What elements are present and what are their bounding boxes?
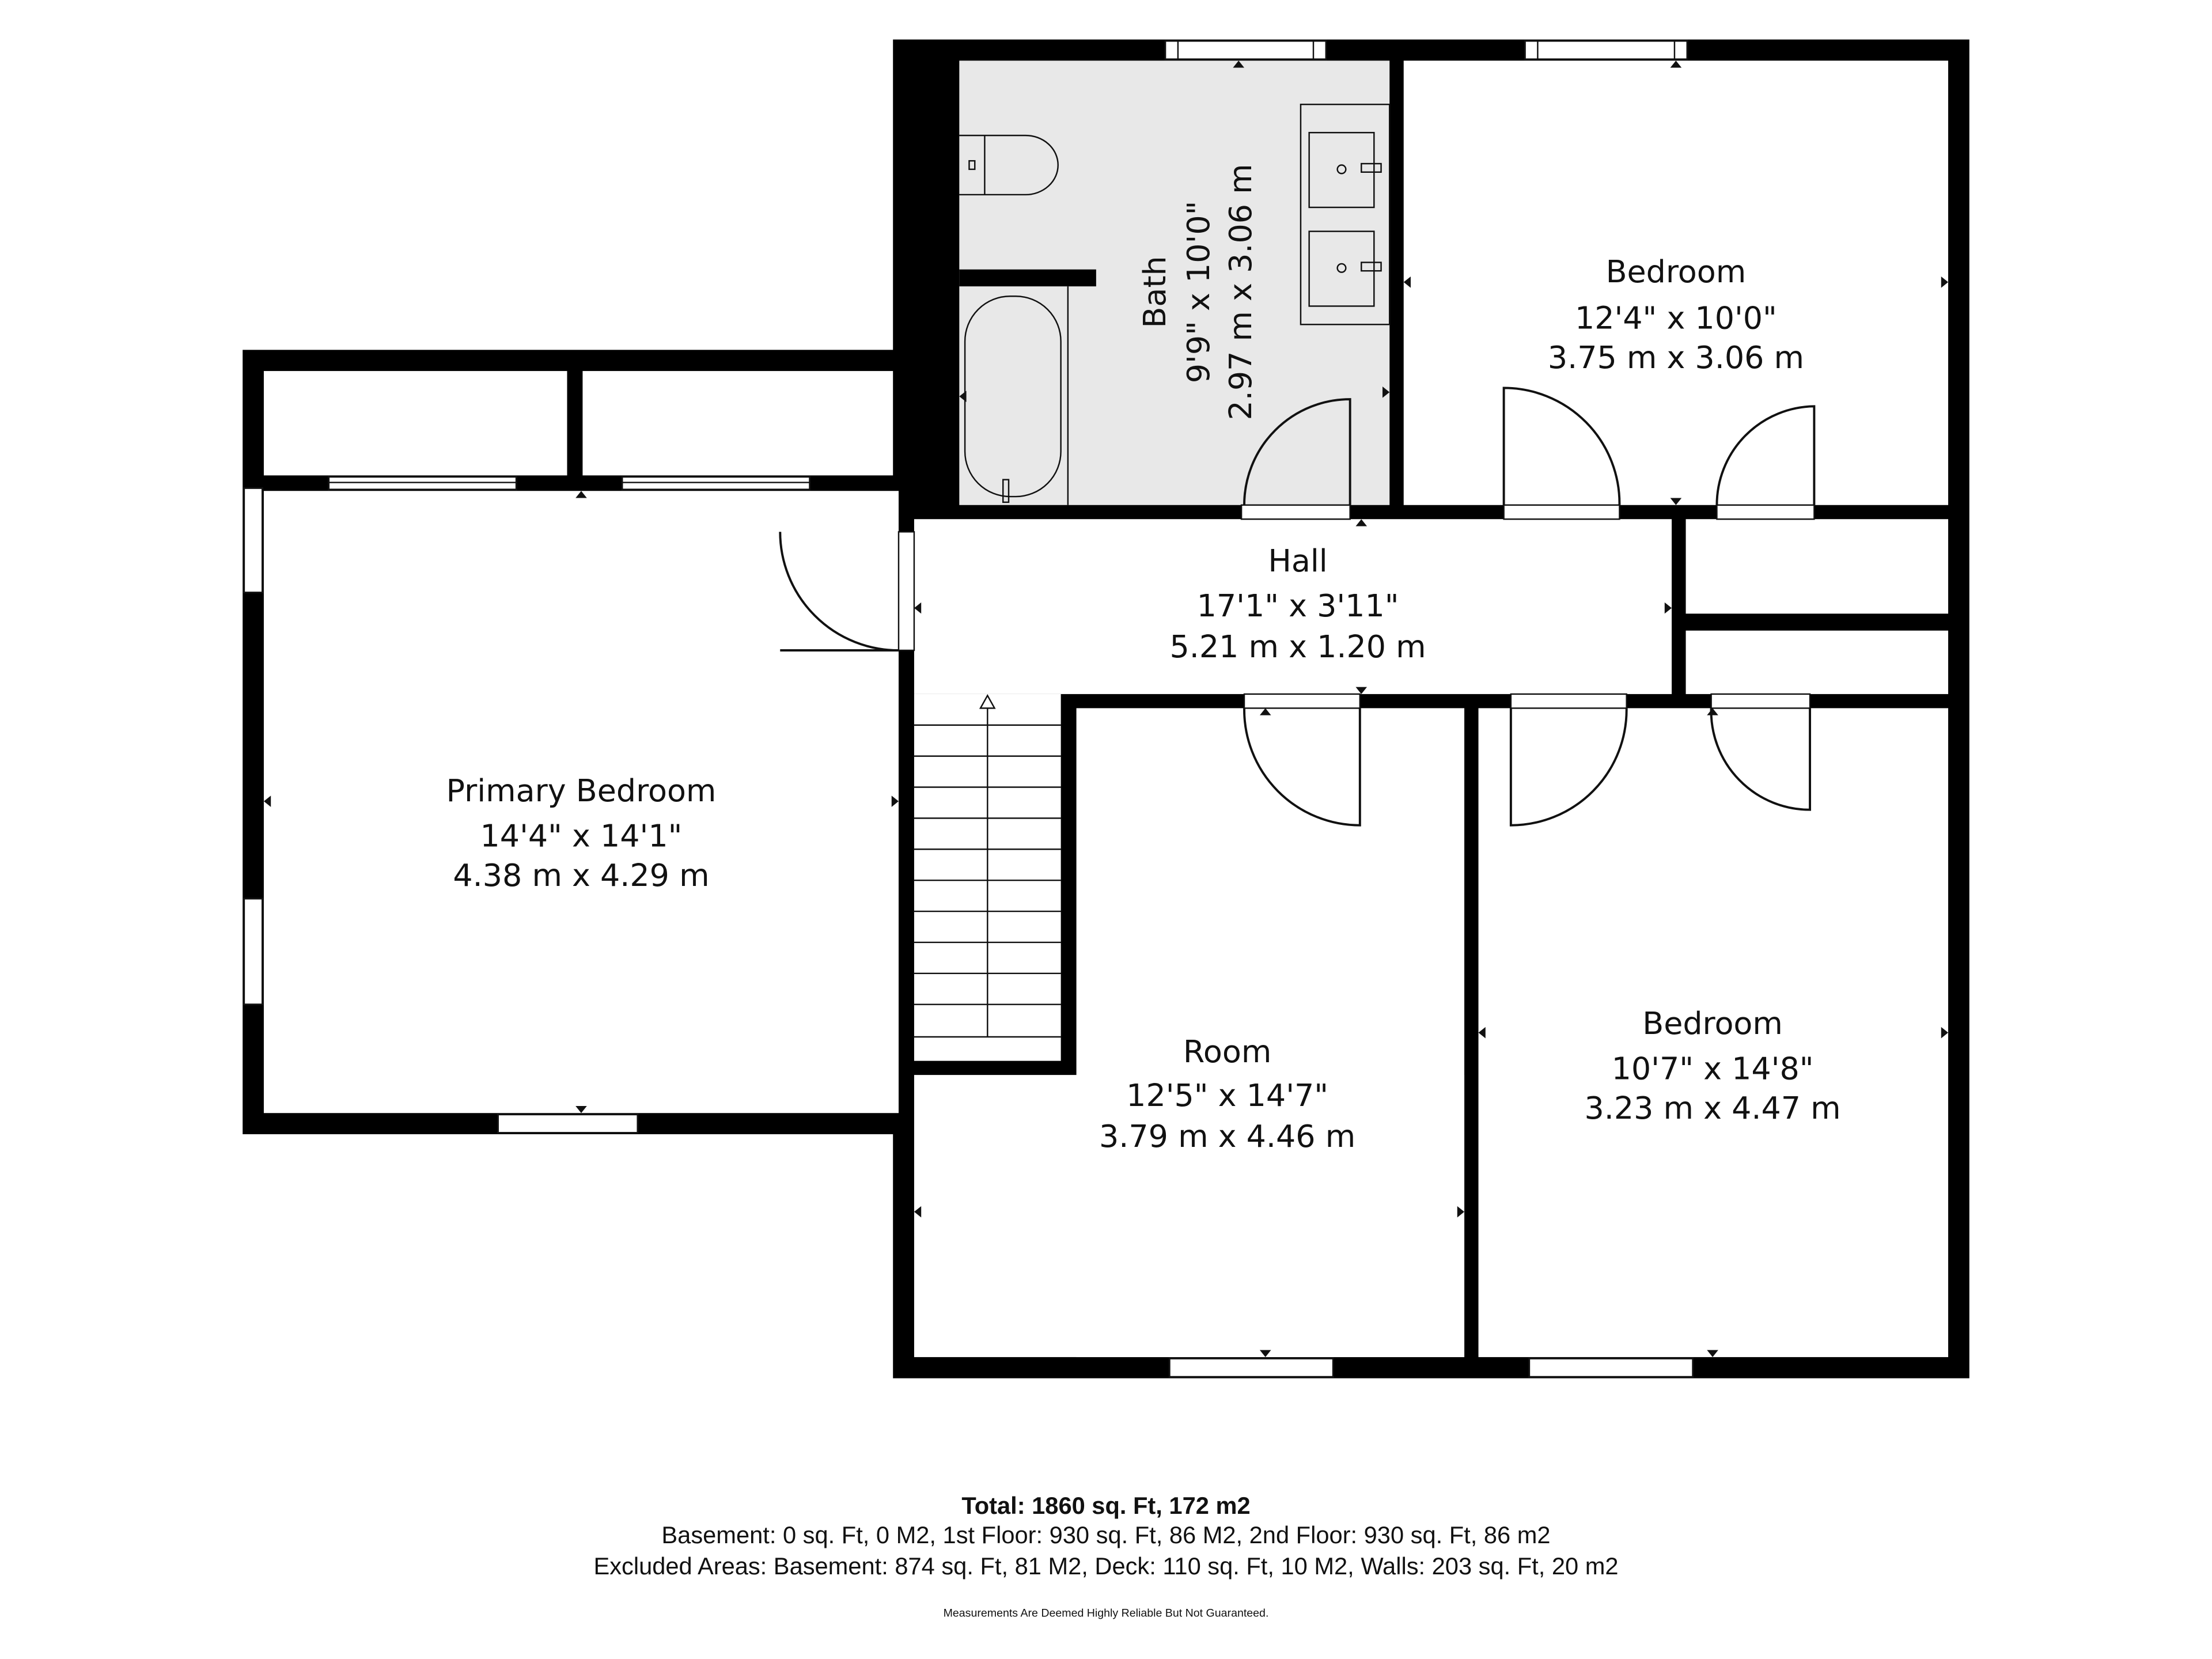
window <box>1168 1357 1334 1378</box>
stairs-up-arrow-icon <box>979 694 996 709</box>
vanity <box>1300 104 1391 325</box>
room-dimensions-imperial: 17'1" x 3'11" <box>1197 588 1399 624</box>
room-label-bath: Bath 9'9" x 10'0" 2.97 m x 3.06 m <box>1137 164 1259 420</box>
toilet-icon <box>959 134 1059 196</box>
dimension-markers <box>263 60 1949 1357</box>
room-name: Bedroom <box>1642 1005 1783 1041</box>
room-dimensions-metric: 5.21 m x 1.20 m <box>1169 628 1426 665</box>
closet-floor <box>1685 630 1949 694</box>
area-summary: Total: 1860 sq. Ft, 172 m2 Basement: 0 s… <box>593 1492 1618 1620</box>
room-dimensions-metric: 3.23 m x 4.47 m <box>1584 1090 1840 1126</box>
window <box>1164 40 1327 60</box>
floor-areas: Basement: 0 sq. Ft, 0 M2, 1st Floor: 930… <box>661 1521 1550 1548</box>
sink-icon <box>1308 131 1375 209</box>
room-name: Bedroom <box>1606 253 1747 290</box>
room-dimensions-metric: 4.38 m x 4.29 m <box>453 857 709 893</box>
window <box>1528 1357 1694 1378</box>
room-name: Primary Bedroom <box>446 772 717 809</box>
room-dimensions-imperial: 10'7" x 14'8" <box>1612 1050 1814 1086</box>
room-dimensions-metric: 3.75 m x 3.06 m <box>1548 339 1804 376</box>
primary-bedroom-floor <box>263 491 899 1113</box>
room-name: Hall <box>1268 543 1327 579</box>
room-label-bedroom-bottom: Bedroom 10'7" x 14'8" 3.23 m x 4.47 m <box>1584 1005 1840 1126</box>
closet-floor <box>263 371 567 476</box>
bath-partition <box>959 269 1096 287</box>
stairs <box>914 694 1061 1038</box>
room-label-primary-bedroom: Primary Bedroom 14'4" x 14'1" 4.38 m x 4… <box>446 772 717 893</box>
total-area: Total: 1860 sq. Ft, 172 m2 <box>961 1492 1250 1519</box>
doors <box>779 387 1816 827</box>
room-label-hall: Hall 17'1" x 3'11" 5.21 m x 1.20 m <box>1169 543 1426 665</box>
windows <box>243 40 1694 1378</box>
window <box>1524 40 1688 60</box>
room-dimensions-imperial: 12'4" x 10'0" <box>1575 300 1777 336</box>
room-dimensions-metric: 2.97 m x 3.06 m <box>1222 164 1259 420</box>
disclaimer: Measurements Are Deemed Highly Reliable … <box>944 1607 1269 1620</box>
sink-icon <box>1308 230 1375 307</box>
closet-floor <box>1685 519 1949 614</box>
room-name: Bath <box>1137 256 1173 328</box>
room-dimensions-imperial: 9'9" x 10'0" <box>1180 201 1217 384</box>
room-label-room: Room 12'5" x 14'7" 3.79 m x 4.46 m <box>1099 1033 1355 1154</box>
room-dimensions-imperial: 14'4" x 14'1" <box>480 817 683 854</box>
room-name: Room <box>1183 1033 1271 1070</box>
bedroom-top-floor <box>1403 60 1949 505</box>
room-label-bedroom-top: Bedroom 12'4" x 10'0" 3.75 m x 3.06 m <box>1548 253 1804 376</box>
bath-fixtures <box>959 104 1391 505</box>
room-dimensions-metric: 3.79 m x 4.46 m <box>1099 1118 1355 1154</box>
window <box>497 1113 639 1134</box>
hall-floor <box>914 519 1672 694</box>
closet-floor <box>582 371 893 476</box>
window <box>243 487 263 594</box>
excluded-areas: Excluded Areas: Basement: 874 sq. Ft, 81… <box>593 1552 1618 1580</box>
room-floor <box>914 1075 1465 1357</box>
room-dimensions-imperial: 12'5" x 14'7" <box>1126 1077 1328 1113</box>
window <box>243 897 263 1006</box>
